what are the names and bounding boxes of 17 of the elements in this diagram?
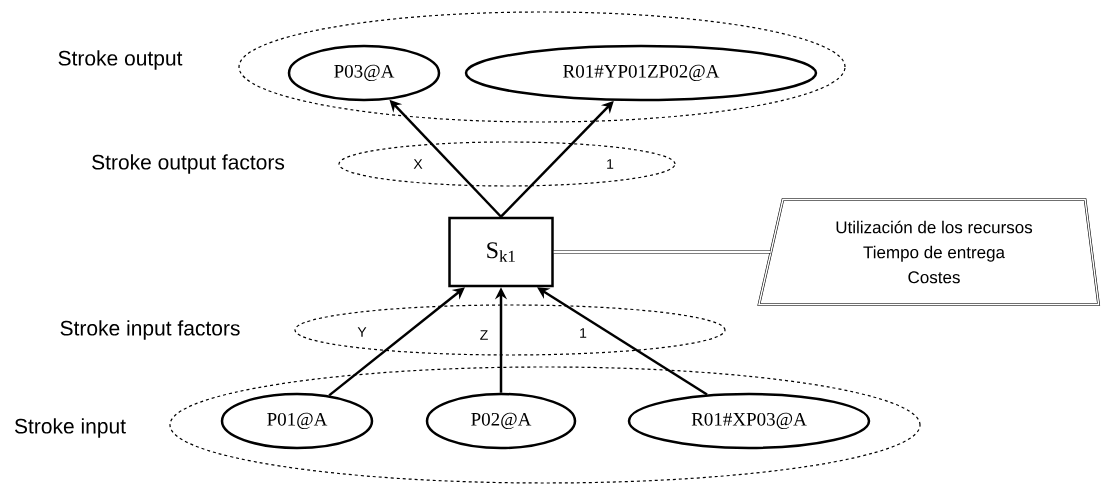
edge-label: Z <box>478 329 490 341</box>
edge-label: X <box>412 158 424 170</box>
arrow <box>328 287 465 397</box>
edge-label: 1 <box>605 158 615 170</box>
ellipse-node: R01#XP03@A <box>627 392 871 450</box>
factor-label: Stroke output factors <box>92 154 285 174</box>
group-label: Stroke input <box>14 418 126 438</box>
arrow <box>537 287 708 396</box>
ellipse-node: P03@A <box>287 44 441 102</box>
group-label: Stroke output <box>58 50 183 70</box>
ellipse-node: P02@A <box>425 392 577 450</box>
edge-label: Y <box>356 326 368 338</box>
factor-label: Stroke input factors <box>60 320 240 340</box>
ellipse-node: R01#YP01ZP02@A <box>464 44 818 102</box>
ellipse-node: P01@A <box>220 392 374 450</box>
stroke-box: S$_{k1}$ <box>448 216 554 288</box>
edge-label: 1 <box>578 327 588 339</box>
